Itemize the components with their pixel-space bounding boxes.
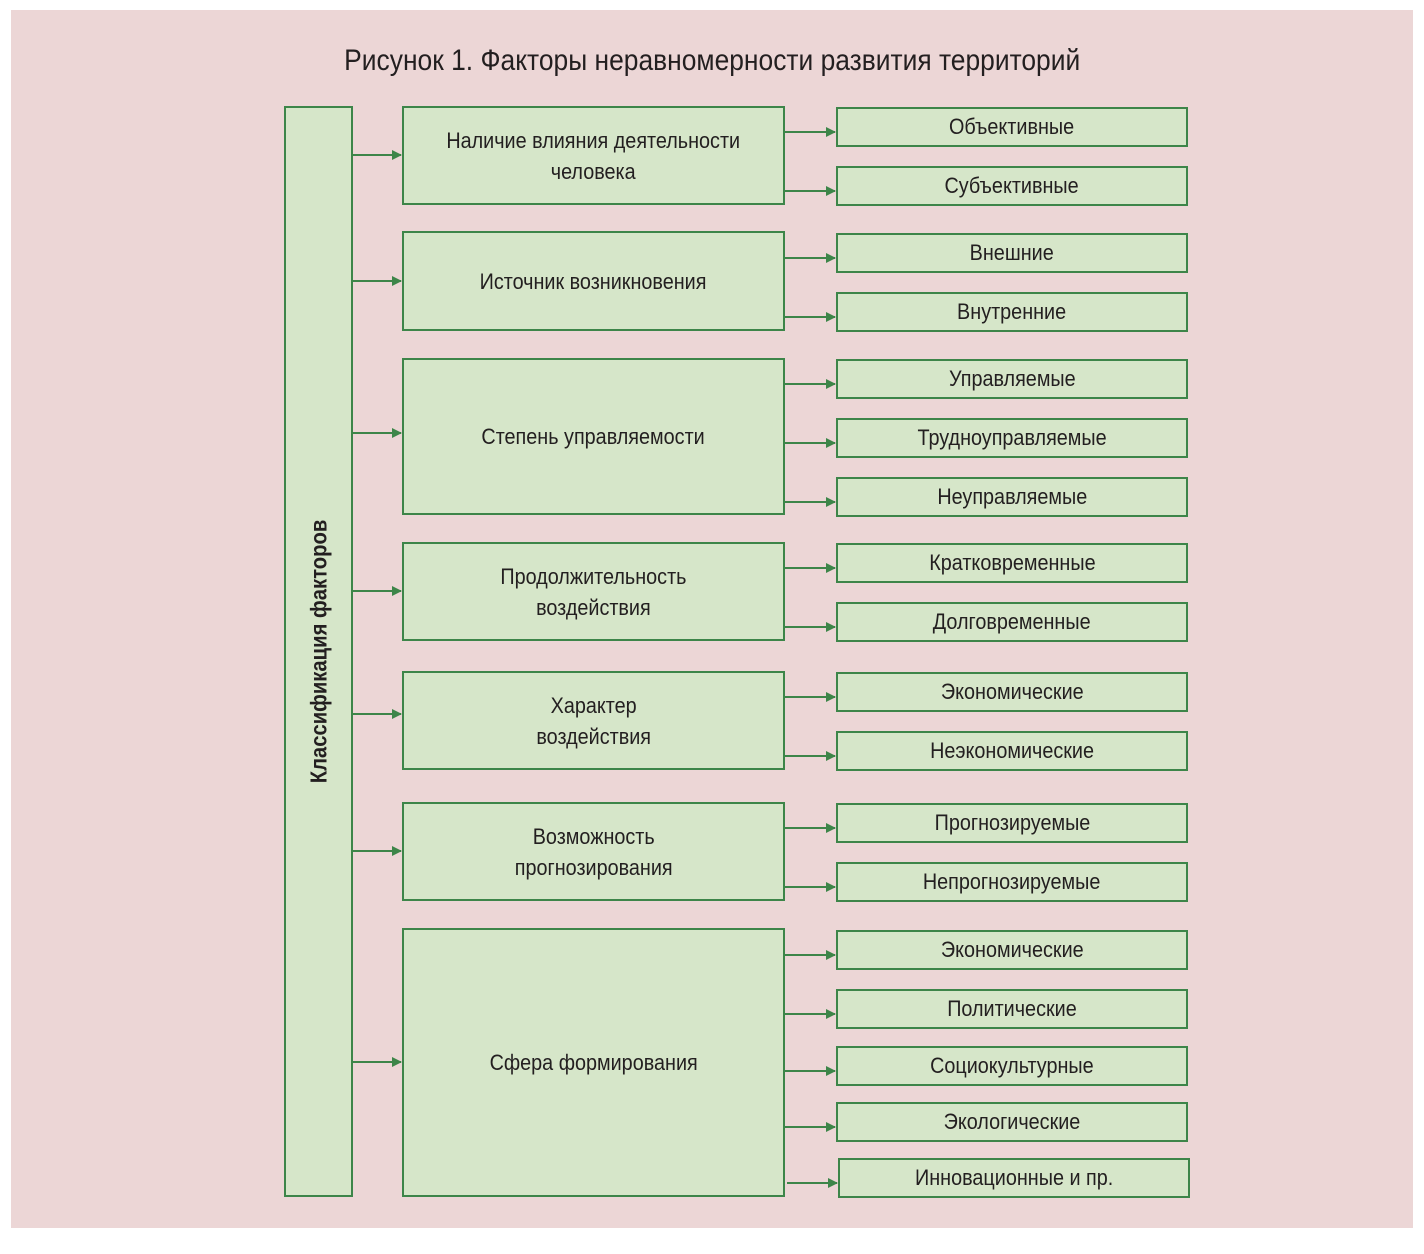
factor-type-label: Инновационные и пр. bbox=[914, 1165, 1114, 1190]
factor-type-box: Социокультурные bbox=[836, 1046, 1188, 1086]
factor-type-label: Неуправляемые bbox=[937, 484, 1087, 509]
factor-type-label: Внешние bbox=[969, 240, 1055, 265]
category-label: Продолжительность воздействия bbox=[500, 563, 687, 620]
category-box: Сфера формирования bbox=[402, 928, 785, 1197]
factor-type-box: Экономические bbox=[836, 672, 1188, 712]
category-label: Степень управляемости bbox=[481, 424, 706, 449]
factor-type-label: Внутренние bbox=[957, 299, 1067, 324]
category-box: Источник возникновения bbox=[402, 231, 785, 331]
factor-type-label: Экономические bbox=[940, 937, 1084, 962]
category-box: Степень управляемости bbox=[402, 358, 785, 515]
category-label: Возможность прогнозирования bbox=[514, 823, 673, 880]
factor-type-label: Экономические bbox=[940, 679, 1084, 704]
factor-type-label: Социокультурные bbox=[930, 1053, 1094, 1078]
factor-type-box: Экологические bbox=[836, 1102, 1188, 1142]
figure-title-text: Рисунок 1. Факторы неравномерности разви… bbox=[343, 44, 1081, 77]
root-label: Классификация факторов bbox=[305, 519, 331, 784]
factor-type-box: Внутренние bbox=[836, 292, 1188, 332]
root-box-factor-classification: Классификация факторов bbox=[284, 106, 353, 1197]
factor-type-box: Прогнозируемые bbox=[836, 803, 1188, 843]
factor-type-label: Управляемые bbox=[948, 366, 1076, 391]
factor-type-box: Внешние bbox=[836, 233, 1188, 273]
factor-type-box: Политические bbox=[836, 989, 1188, 1029]
factor-type-label: Неэкономические bbox=[930, 738, 1094, 763]
factor-type-label: Объективные bbox=[949, 114, 1075, 139]
factor-type-label: Трудноуправляемые bbox=[917, 425, 1107, 450]
factor-type-label: Политические bbox=[947, 996, 1077, 1021]
category-box: Характер воздействия bbox=[402, 671, 785, 770]
category-label: Наличие влияния деятельности человека bbox=[446, 127, 741, 184]
factor-type-box: Долговременные bbox=[836, 602, 1188, 642]
category-label: Характер воздействия bbox=[536, 692, 651, 749]
category-box: Возможность прогнозирования bbox=[402, 802, 785, 901]
factor-type-label: Субъективные bbox=[944, 173, 1080, 198]
factor-type-box: Кратковременные bbox=[836, 543, 1188, 583]
factor-type-box: Экономические bbox=[836, 930, 1188, 970]
factor-type-box: Неэкономические bbox=[836, 731, 1188, 771]
category-label: Источник возникновения bbox=[480, 268, 707, 294]
factor-type-box: Объективные bbox=[836, 107, 1188, 147]
factor-type-label: Экологические bbox=[943, 1109, 1081, 1134]
factor-type-label: Долговременные bbox=[933, 609, 1091, 634]
category-box: Продолжительность воздействия bbox=[402, 542, 785, 641]
factor-type-box: Управляемые bbox=[836, 359, 1188, 399]
factor-type-box: Субъективные bbox=[836, 166, 1188, 206]
factor-type-label: Кратковременные bbox=[928, 550, 1096, 575]
factor-type-box: Трудноуправляемые bbox=[836, 418, 1188, 458]
factor-type-box: Неуправляемые bbox=[836, 477, 1188, 517]
factor-type-box: Инновационные и пр. bbox=[838, 1158, 1190, 1198]
factor-type-label: Непрогнозируемые bbox=[923, 869, 1101, 894]
category-label: Сфера формирования bbox=[489, 1050, 698, 1075]
figure-title: Рисунок 1. Факторы неравномерности разви… bbox=[0, 44, 1424, 78]
category-box: Наличие влияния деятельности человека bbox=[402, 106, 785, 205]
factor-type-label: Прогнозируемые bbox=[934, 810, 1090, 835]
factor-type-box: Непрогнозируемые bbox=[836, 862, 1188, 902]
